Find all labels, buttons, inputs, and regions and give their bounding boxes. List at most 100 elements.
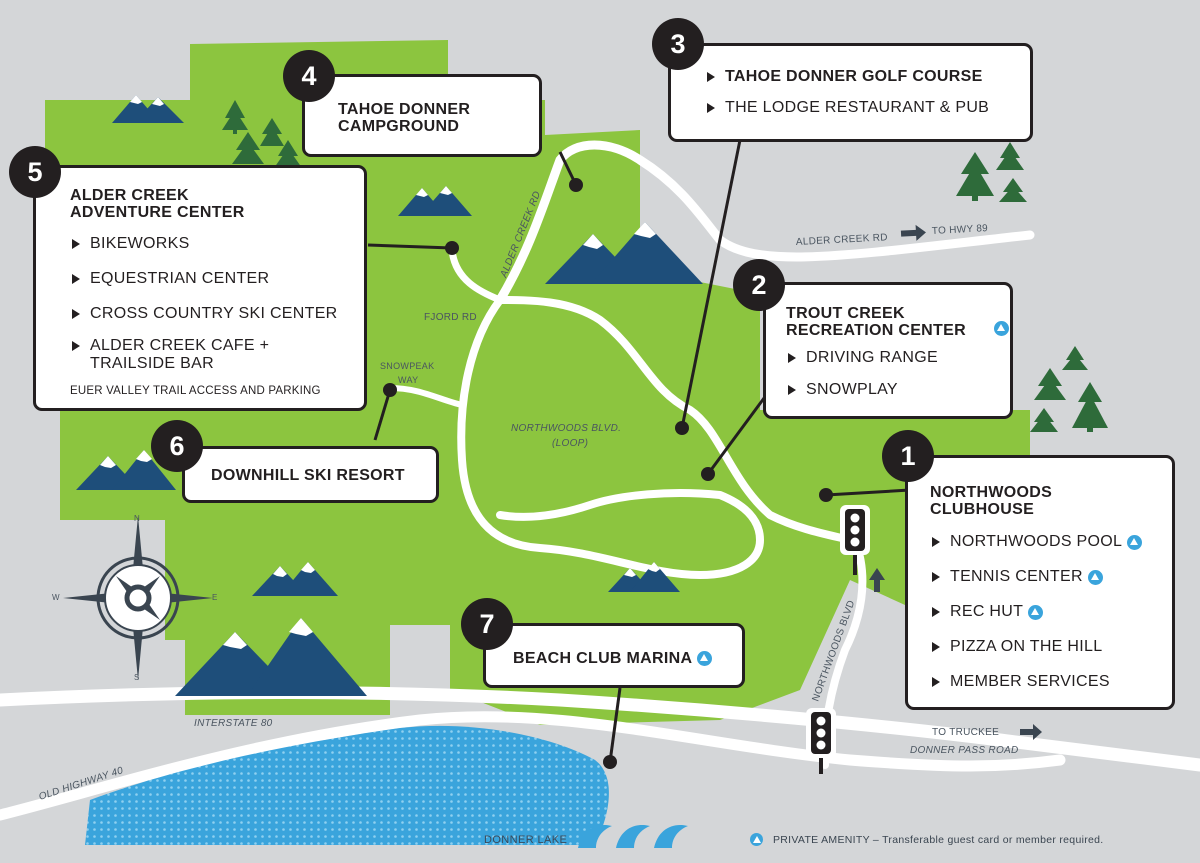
bullet-icon [932,677,940,687]
mountain-icon [608,562,680,592]
callout-item: PIZZA ON THE HILL [930,638,1162,656]
bullet-icon [788,353,796,363]
way-label: WAY [398,375,418,385]
location-number-1: 1 [882,430,934,482]
mountain-icon [545,222,703,284]
private-amenity-icon [1028,604,1044,620]
callout-item: REC HUT [930,603,1162,621]
tree-icon [1030,408,1058,432]
to-hwy-89-label: TO HWY 89 [932,223,989,237]
bullet-icon [932,607,940,617]
northwoods-loop-road [457,296,764,579]
tree-icon [996,142,1024,170]
tree-icon [1062,346,1088,370]
item-label: REC HUT [950,603,1024,620]
item-label: CROSS COUNTRY SKI CENTER [90,305,338,322]
traffic-light-icon [806,708,836,774]
donner-lake [85,725,609,845]
item-label: TENNIS CENTER [950,568,1083,585]
arrow-right-icon [1020,724,1042,740]
leader-dots [383,178,833,769]
callout-adventure-center[interactable]: ALDER CREEK ADVENTURE CENTER BIKEWORKS E… [33,165,367,411]
item-label: DRIVING RANGE [806,349,938,366]
bullet-icon [707,72,715,82]
tree-icon [999,178,1027,202]
roads [0,140,1200,821]
private-amenity-icon [1087,569,1103,585]
item-label: THE LODGE RESTAURANT & PUB [725,99,990,116]
compass-w-label: W [52,593,60,602]
loop-label: (LOOP) [552,438,588,449]
alder-creek-rd-road [495,140,1035,305]
tree-icon [222,100,248,134]
mountains [76,95,703,696]
item-label: PIZZA ON THE HILL [950,638,1103,655]
callout-ski-resort[interactable]: DOWNHILL SKI RESORT [182,446,439,503]
callout-campground[interactable]: TAHOE DONNER CAMPGROUND [302,74,542,157]
tree-icon [232,132,264,164]
private-amenity-icon [1127,534,1143,550]
alder-creek-rd-label: ALDER CREEK RD [796,232,888,248]
bullet-icon [72,239,80,249]
donner-lake-label: DONNER LAKE [484,834,568,846]
callout-item: TENNIS CENTER [930,568,1162,586]
to-truckee-label: TO TRUCKEE [932,727,999,738]
callout-trout-creek[interactable]: TROUT CREEK RECREATION CENTER DRIVING RA… [763,282,1013,419]
snowpeak-label: SNOWPEAK [380,361,434,371]
location-number-3: 3 [652,18,704,70]
item-label: NORTHWOODS POOL [950,533,1123,550]
mountain-icon [76,450,176,490]
location-number-7: 7 [461,598,513,650]
callout-clubhouse[interactable]: NORTHWOODS CLUBHOUSE NORTHWOODS POOL TEN… [905,455,1175,710]
callout-golf-course[interactable]: TAHOE DONNER GOLF COURSE THE LODGE RESTA… [668,43,1033,142]
bullet-icon [707,103,715,113]
snowpeak-way-road [387,385,465,408]
mountain-icon [175,618,367,696]
tree-icon [260,118,284,146]
item-label: ALDER CREEK CAFE + TRAILSIDE BAR [90,337,270,372]
waves-icon [578,824,688,848]
callout-note: EUER VALLEY TRAIL ACCESS AND PARKING [70,385,321,397]
arrow-up-icon [869,568,885,592]
bullet-icon [932,572,940,582]
bullet-icon [932,642,940,652]
location-number-6: 6 [151,420,203,472]
callout-beach-club[interactable]: BEACH CLUB MARINA [483,623,745,688]
northwoods-loop-label: NORTHWOODS BLVD. [511,423,621,434]
tree-icon [274,140,302,168]
mountain-icon [112,95,184,123]
callout-item: THE LODGE RESTAURANT & PUB [705,99,1018,117]
tree-icon [1034,368,1066,400]
legend: PRIVATE AMENITY – Transferable guest car… [750,833,1104,846]
compass-icon [63,516,213,680]
callout-item: MEMBER SERVICES [930,673,1162,691]
trees [222,100,1108,432]
callout-item: BIKEWORKS [70,235,352,253]
tree-icon [956,152,994,201]
northwoods-loop-road-east [496,296,854,544]
callout-item: TAHOE DONNER GOLF COURSE [705,68,1018,86]
callout-title: ALDER CREEK ADVENTURE CENTER [70,187,245,221]
location-number-2: 2 [733,259,785,311]
compass-n-label: N [134,514,140,523]
tree-icon [1072,382,1108,432]
legend-text: PRIVATE AMENITY – Transferable guest car… [773,833,1104,846]
old-highway-40-road [0,711,1066,821]
callout-title: DOWNHILL SKI RESORT [211,467,405,484]
traffic-light-icon [840,505,870,575]
mountain-icon [398,186,472,216]
bullet-icon [72,274,80,284]
compass-e-label: E [212,593,218,602]
location-number-5: 5 [9,146,61,198]
bullet-icon [788,385,796,395]
item-label: MEMBER SERVICES [950,673,1110,690]
arrow-right-icon [900,224,926,241]
location-number-4: 4 [283,50,335,102]
compass-s-label: S [134,673,140,682]
title-text: BEACH CLUB MARINA [513,650,693,667]
item-label: SNOWPLAY [806,381,898,398]
callout-item: SNOWPLAY [786,381,1000,399]
callout-item: CROSS COUNTRY SKI CENTER [70,305,352,323]
callout-item: DRIVING RANGE [786,349,1000,367]
callout-title: BEACH CLUB MARINA [513,650,742,667]
